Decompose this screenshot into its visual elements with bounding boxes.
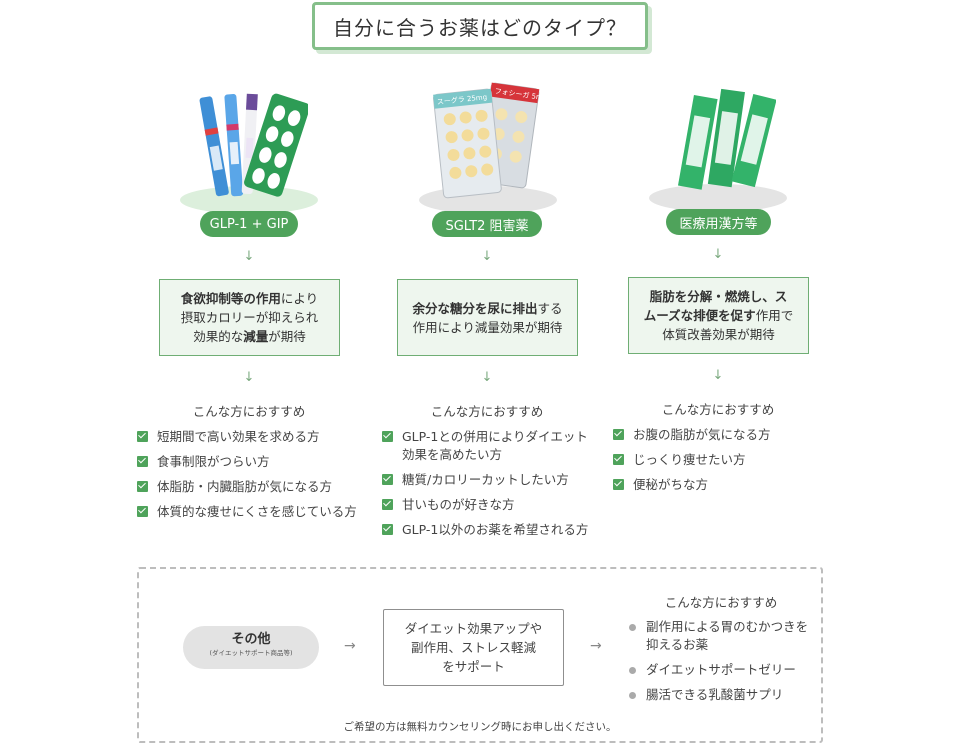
check-icon <box>137 431 148 442</box>
down-arrow-icon: ↓ <box>712 247 724 262</box>
list-item: GLP-1との併用によりダイエット効果を高めたい方 <box>382 428 592 464</box>
list-item: 甘いものが好きな方 <box>382 496 592 514</box>
list-item: 腸活できる乳酸菌サプリ <box>629 686 814 704</box>
other-category-badge: その他 (ダイエットサポート商品等) <box>183 626 319 669</box>
recommend-heading: こんな方におすすめ <box>661 402 775 417</box>
check-icon <box>613 479 624 490</box>
check-icon <box>382 474 393 485</box>
check-icon <box>382 499 393 510</box>
check-icon <box>137 481 148 492</box>
list-item: 体質的な痩せにくさを感じている方 <box>137 503 362 521</box>
check-icon <box>613 454 624 465</box>
list-item: お腹の脂肪が気になる方 <box>613 426 813 444</box>
down-arrow-icon: ↓ <box>481 249 493 264</box>
check-icon <box>137 456 148 467</box>
category-badge-sglt2: SGLT2 阻害薬 <box>432 211 542 237</box>
list-item: GLP-1以外のお薬を希望される方 <box>382 521 592 539</box>
check-icon <box>613 429 624 440</box>
category-badge-kampo: 医療用漢方等 <box>666 209 771 235</box>
list-item: 副作用による胃のむかつきを抑えるお薬 <box>629 618 814 654</box>
list-item: 体脂肪・内臓脂肪が気になる方 <box>137 478 362 496</box>
product-platform <box>649 184 787 212</box>
list-item: 短期間で高い効果を求める方 <box>137 428 362 446</box>
check-icon <box>382 431 393 442</box>
list-item: 食事制限がつらい方 <box>137 453 362 471</box>
category-badge-glp1: GLP-1 + GIP <box>200 211 298 237</box>
list-item: じっくり痩せたい方 <box>613 451 813 469</box>
down-arrow-icon: ↓ <box>481 370 493 385</box>
bullet-icon <box>629 624 636 631</box>
list-item: 糖質/カロリーカットしたい方 <box>382 471 592 489</box>
other-section <box>137 567 823 743</box>
recommend-list-glp1: 短期間で高い効果を求める方 食事制限がつらい方 体脂肪・内臓脂肪が気になる方 体… <box>137 428 362 528</box>
bullet-icon <box>629 692 636 699</box>
down-arrow-icon: ↓ <box>243 249 255 264</box>
recommend-heading: こんな方におすすめ <box>664 595 778 610</box>
recommend-list-other: 副作用による胃のむかつきを抑えるお薬 ダイエットサポートゼリー 腸活できる乳酸菌… <box>629 618 814 711</box>
list-item: ダイエットサポートゼリー <box>629 661 814 679</box>
down-arrow-icon: ↓ <box>243 370 255 385</box>
page-title: 自分に合うお薬はどのタイプ？ <box>312 2 648 50</box>
recommend-heading: こんな方におすすめ <box>192 404 306 419</box>
other-effect-box: ダイエット効果アップや 副作用、ストレス軽減 をサポート <box>383 609 564 686</box>
other-title: その他 <box>231 632 271 647</box>
recommend-list-kampo: お腹の脂肪が気になる方 じっくり痩せたい方 便秘がちな方 <box>613 426 813 501</box>
list-item: 便秘がちな方 <box>613 476 813 494</box>
glp1-pens-image <box>199 93 308 197</box>
footnote: ご希望の方は無料カウンセリング時にお申し出ください。 <box>343 721 617 733</box>
kampo-sachets-image <box>677 88 776 190</box>
effect-box-kampo: 脂肪を分解・燃焼し、ス ムーズな排便を促す作用で 体質改善効果が期待 <box>628 277 809 354</box>
other-subtitle: (ダイエットサポート商品等) <box>209 649 293 657</box>
down-arrow-icon: ↓ <box>712 368 724 383</box>
check-icon <box>137 506 148 517</box>
effect-box-sglt2: 余分な糖分を尿に排出する 作用により減量効果が期待 <box>397 279 578 356</box>
recommend-list-sglt2: GLP-1との併用によりダイエット効果を高めたい方 糖質/カロリーカットしたい方… <box>382 428 592 546</box>
check-icon <box>382 524 393 535</box>
bullet-icon <box>629 667 636 674</box>
effect-box-glp1: 食欲抑制等の作用により 摂取カロリーが抑えられ 効果的な減量が期待 <box>159 279 340 356</box>
sglt2-tablets-image: フォシーガ 5mg スーグラ 25mg <box>433 82 542 199</box>
right-arrow-icon: → <box>344 638 356 654</box>
right-arrow-icon: → <box>590 638 602 654</box>
recommend-heading: こんな方におすすめ <box>430 404 544 419</box>
